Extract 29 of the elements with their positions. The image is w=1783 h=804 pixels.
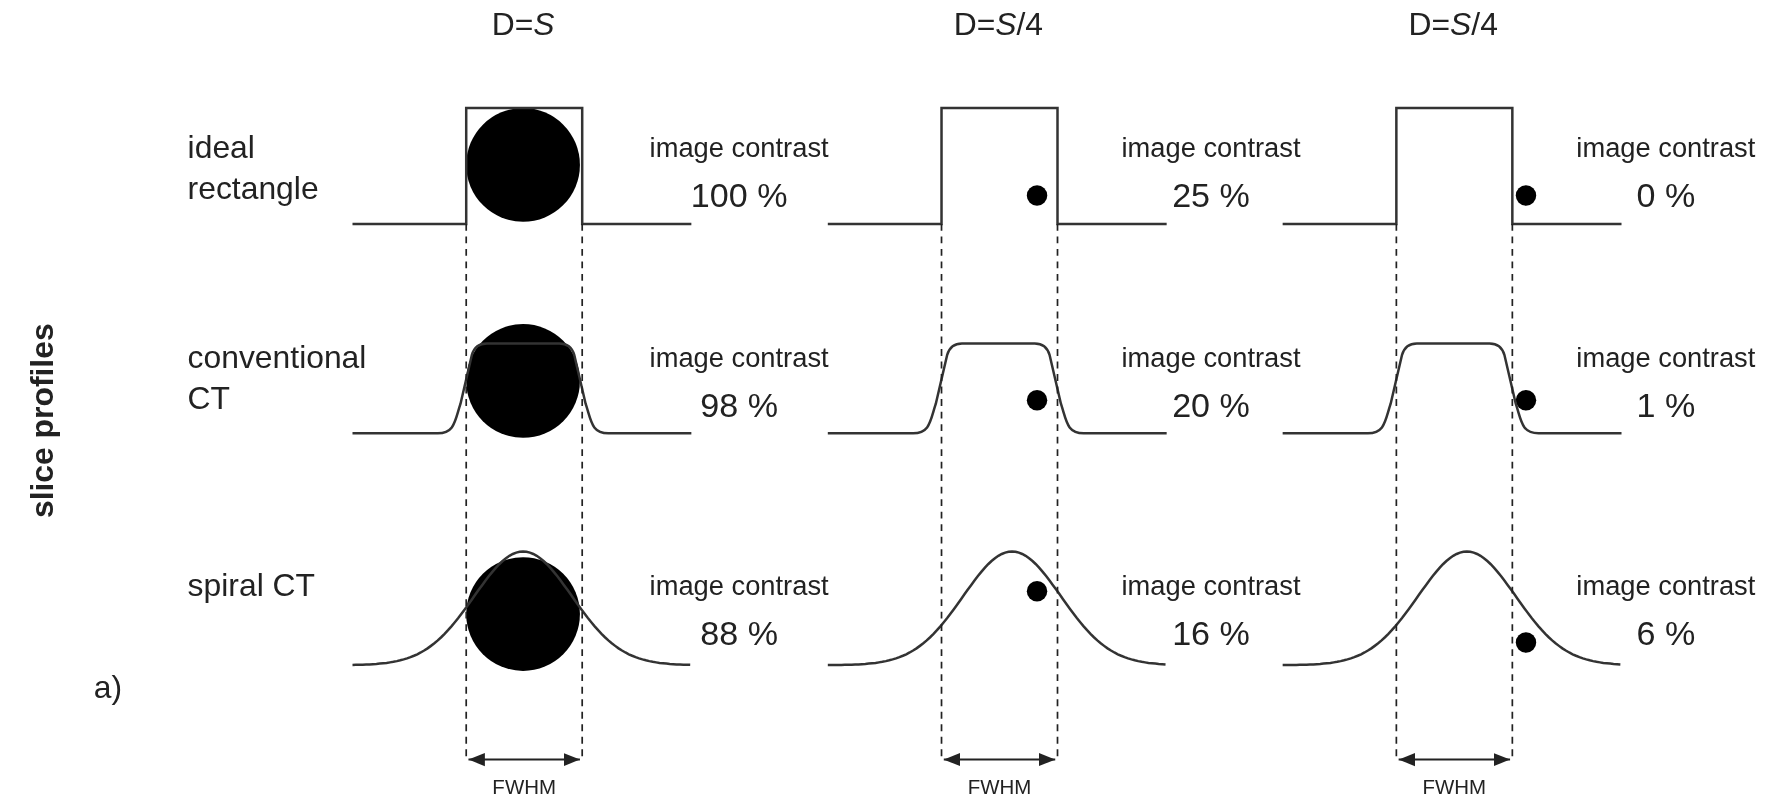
axis-title: slice profiles (27, 323, 60, 519)
dimension-label: FWHM (967, 776, 1032, 798)
contrast-value: 88 % (700, 616, 778, 651)
contrast-value: 100 % (690, 178, 788, 213)
contrast-value: 6 % (1636, 616, 1696, 651)
contrast-value: 20 % (1172, 388, 1250, 423)
panel-label: a) (93, 672, 123, 704)
contrast-label: image contrast (1576, 571, 1756, 600)
contrast-value: 25 % (1172, 178, 1250, 213)
contrast-label: image contrast (649, 571, 829, 600)
row-label: ideal rectangle (187, 128, 320, 208)
column-heading: D=S/4 (953, 9, 1044, 41)
contrast-label: image contrast (1576, 134, 1756, 162)
contrast-label: image contrast (1121, 571, 1301, 600)
contrast-label: image contrast (1121, 134, 1301, 162)
dimension-label: FWHM (492, 776, 557, 798)
contrast-label: image contrast (649, 134, 829, 162)
contrast-value: 16 % (1172, 616, 1250, 651)
contrast-value: 98 % (700, 388, 778, 423)
dimension-label: FWHM (1422, 776, 1487, 798)
contrast-value: 0 % (1636, 178, 1696, 213)
contrast-label: image contrast (1576, 344, 1756, 372)
contrast-label: image contrast (649, 344, 829, 372)
row-label: conventional CT (187, 339, 368, 419)
column-heading: D=S (491, 9, 555, 41)
column-heading: D=S/4 (1408, 9, 1498, 41)
row-label: spiral CT (187, 566, 316, 605)
contrast-label: image contrast (1121, 344, 1301, 372)
contrast-value: 1 % (1636, 388, 1696, 423)
